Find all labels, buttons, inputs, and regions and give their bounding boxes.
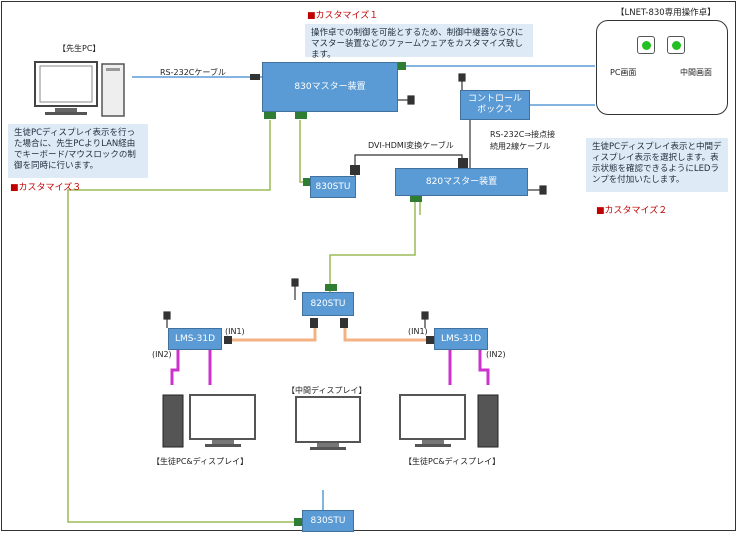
- vga-right-2: [478, 348, 490, 385]
- customize-3-note: 生徒PCディスプレイ表示を行った場合に、先生PCよりLAN経由でキーボード/マウ…: [8, 124, 148, 178]
- student-pc-left-icon: [162, 394, 256, 448]
- vga-left-1: [170, 348, 180, 385]
- 830stu-bottom[interactable]: 830STU: [302, 510, 354, 532]
- customize-2-heading: ■カスタマイズ２: [596, 206, 668, 216]
- lan-connector: [264, 112, 276, 119]
- in2-right-label: (IN2): [486, 350, 506, 359]
- lan-line-830-to-bottom: [67, 120, 302, 523]
- pc-screen-button[interactable]: [637, 36, 655, 54]
- customize-2-note: 生徒PCディスプレイ表示と中間ディスプレイ表示を選択します。表示状態を確認できる…: [586, 138, 728, 192]
- teacher-pc-label: 【先生PC】: [58, 44, 101, 53]
- mid-screen-label: 中間画面: [680, 68, 712, 77]
- led-icon: [642, 41, 651, 50]
- control-box-label-2: ボックス: [477, 105, 513, 115]
- panel-title: 【LNET-830専用操作卓】: [616, 8, 716, 18]
- teacher-pc-icon: [34, 61, 125, 117]
- student-pc-right-icon: [399, 394, 499, 448]
- rs232c-cable-label: RS-232Cケーブル: [160, 68, 226, 77]
- led-icon: [672, 41, 681, 50]
- dvi-hdmi-cable-label: DVI-HDMI変換ケーブル: [368, 141, 454, 150]
- rs232c-contact-label-2: 続用2線ケーブル: [490, 142, 551, 151]
- 830stu-top[interactable]: 830STU: [310, 176, 356, 198]
- student-right-label: 【生徒PC&ディスプレイ】: [404, 457, 501, 466]
- lms-31d-left[interactable]: LMS-31D: [168, 328, 222, 350]
- customize-1-note: 操作卓での制御を可能とするため、制御中継器ならびにマスター装置などのファームウェ…: [305, 24, 533, 60]
- lnet-830-panel: [596, 20, 728, 115]
- in2-left-label: (IN2): [152, 350, 172, 359]
- pc-screen-label: PC画面: [610, 68, 637, 77]
- lan-connector: [294, 518, 302, 526]
- lan-connector: [295, 112, 307, 119]
- control-box[interactable]: コントロール ボックス: [460, 90, 530, 120]
- customize-3-heading: ■カスタマイズ３: [10, 183, 82, 193]
- customize-1-heading: ■カスタマイズ１: [307, 11, 379, 21]
- lan-connector: [410, 195, 422, 202]
- control-box-label-1: コントロール: [467, 94, 522, 104]
- lms-31d-right[interactable]: LMS-31D: [434, 328, 488, 350]
- student-left-label: 【生徒PC&ディスプレイ】: [152, 457, 249, 466]
- mid-screen-button[interactable]: [667, 36, 685, 54]
- in1-right-label: (IN1): [408, 327, 428, 336]
- in1-left-label: (IN1): [225, 327, 245, 336]
- lan-connector: [303, 178, 311, 186]
- rs232c-contact-label-1: RS-232C⇒接点接: [490, 130, 556, 139]
- middle-display-icon: [295, 396, 361, 450]
- lan-connector: [325, 284, 337, 291]
- lan-line-830-to-stu: [299, 120, 310, 183]
- lan-connector: [398, 62, 406, 70]
- middle-display-label: 【中間ディスプレイ】: [287, 386, 367, 395]
- lan-line-820-to-820stu: [329, 200, 416, 297]
- 830-master-device[interactable]: 830マスター装置: [262, 62, 398, 112]
- 820-master-device[interactable]: 820マスター装置: [395, 168, 528, 196]
- 820stu[interactable]: 820STU: [302, 292, 354, 316]
